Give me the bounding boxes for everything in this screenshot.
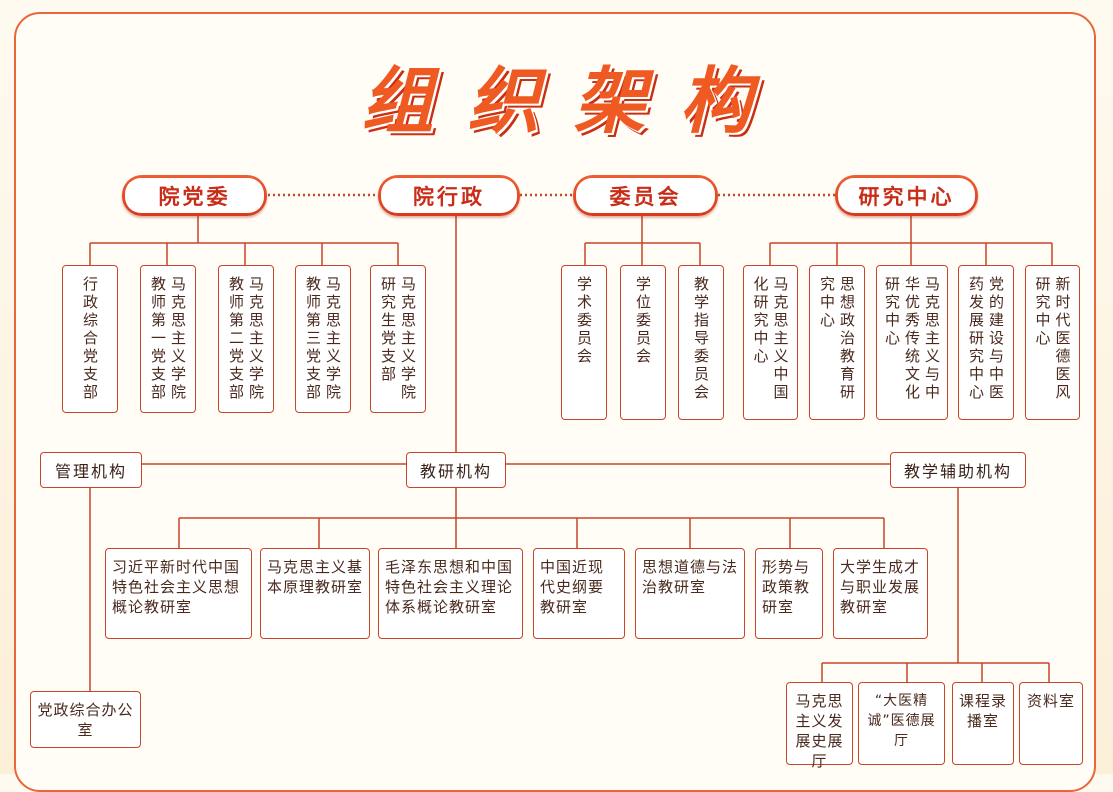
- research-center: 党的建设与中医药发展研究中心: [958, 265, 1014, 420]
- unit-management: 管理机构: [40, 452, 142, 488]
- party-branch: 马克思主义学院教师第三党支部: [295, 265, 351, 413]
- research-center: 马克思主义中国化研究中心: [743, 265, 798, 420]
- teaching-research-office: 形势与政策教研室: [755, 548, 823, 639]
- party-branch: 马克思主义学院研究生党支部: [370, 265, 426, 413]
- research-center: 新时代医德医风研究中心: [1025, 265, 1080, 420]
- party-branch: 马克思主义学院教师第一党支部: [140, 265, 196, 413]
- committee: 学位委员会: [620, 265, 666, 420]
- committee: 学术委员会: [561, 265, 607, 420]
- office: 党政综合办公室: [30, 691, 141, 748]
- connector-lines: [89, 193, 1053, 691]
- teaching-research-office: 中国近现代史纲要教研室: [533, 548, 625, 639]
- unit-teaching-support: 教学辅助机构: [890, 452, 1026, 488]
- teaching-support-unit: “大医精诚”医德展厅: [858, 682, 945, 765]
- unit-administration: 院行政: [378, 175, 520, 216]
- page-title: 组织架构: [361, 59, 786, 143]
- teaching-support-unit: 马克思主义发展史展厅: [786, 682, 853, 770]
- committee: 教学指导委员会: [678, 265, 724, 420]
- teaching-research-office: 马克思主义基本原理教研室: [260, 548, 370, 639]
- teaching-support-unit: 资料室: [1019, 682, 1083, 765]
- research-center: 马克思主义与中华优秀传统文化研究中心: [876, 265, 948, 420]
- teaching-research-office: 习近平新时代中国特色社会主义思想概论教研室: [105, 548, 252, 639]
- unit-committees: 委员会: [573, 175, 718, 216]
- teaching-support-unit: 课程录播室: [952, 682, 1014, 765]
- teaching-research-office: 大学生成才与职业发展教研室: [833, 548, 928, 639]
- party-branch: 行政综合党支部: [62, 265, 118, 413]
- party-branch: 马克思主义学院教师第二党支部: [218, 265, 274, 413]
- unit-party-committee: 院党委: [122, 175, 267, 216]
- teaching-research-office: 毛泽东思想和中国特色社会主义理论体系概论教研室: [378, 548, 523, 639]
- unit-research-centers: 研究中心: [835, 175, 978, 216]
- research-center: 思想政治教育研究中心: [809, 265, 865, 420]
- teaching-research-office: 思想道德与法治教研室: [635, 548, 745, 639]
- unit-teaching-research: 教研机构: [406, 452, 506, 488]
